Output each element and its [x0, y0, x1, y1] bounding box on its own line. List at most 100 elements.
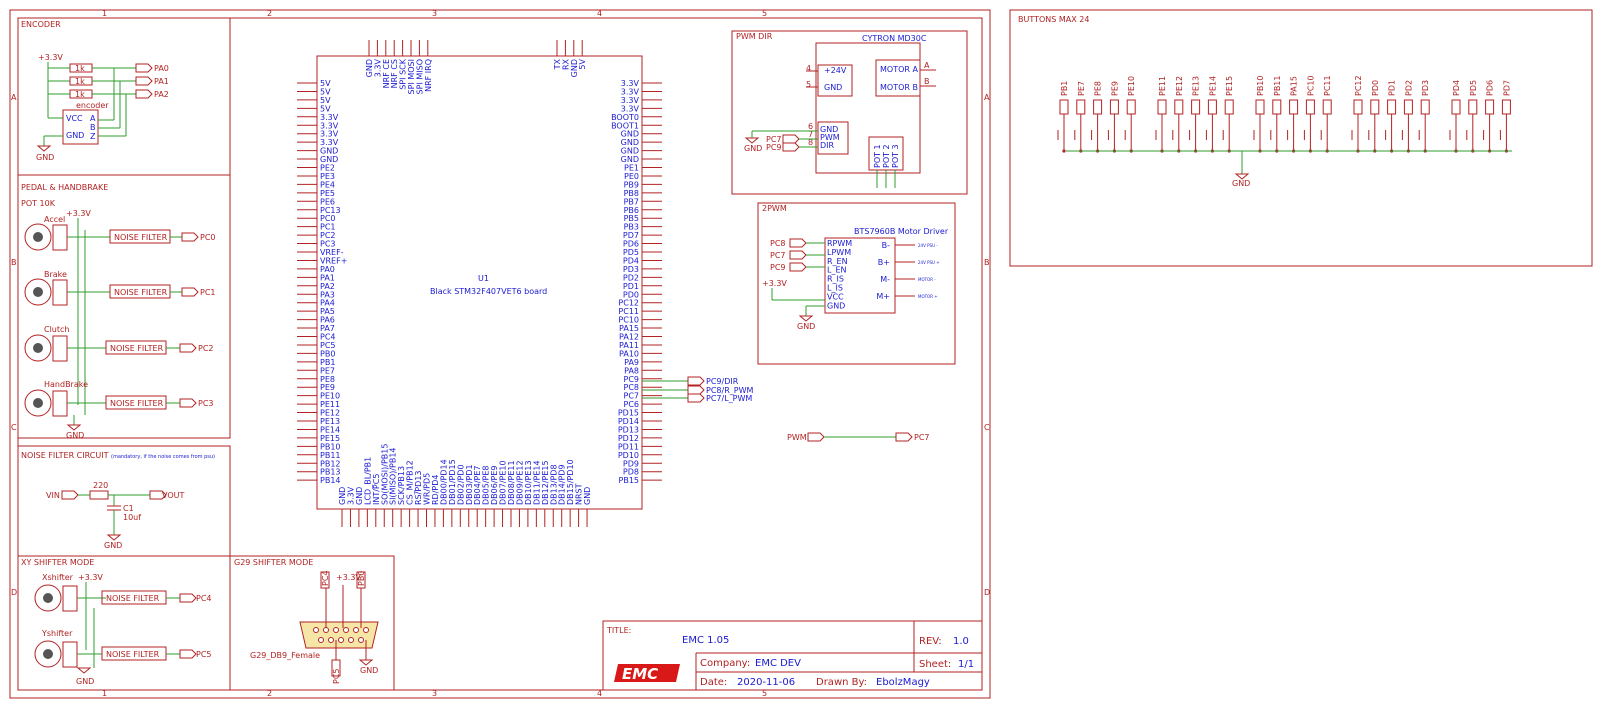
mcu-pin-label: PE1	[624, 164, 639, 173]
mcu-pin-label: PD5	[623, 248, 639, 257]
pot-name: Accel	[44, 215, 65, 224]
mcu-pin-label: PC7	[624, 392, 640, 401]
vcc-label: +3.3V	[38, 53, 63, 62]
xy-section: XY SHIFTER MODE +3.3V Xshifter NOISE FIL…	[17, 555, 231, 691]
mcu-pin-label: PD13	[618, 425, 639, 434]
mcu-left-pins: 5V5V5V5V3.3V3.3V3.3V3.3VGNDGNDPE2PE3PE4P…	[297, 79, 347, 485]
xshifter: Xshifter NOISE FILTER PC4	[34, 573, 212, 612]
mcu-pin-label: SO(MOSI)/PB15	[380, 444, 389, 505]
push-button: PE9	[1107, 81, 1119, 153]
drawn-label: Drawn By:	[816, 677, 867, 688]
mcu-pin-label: PE5	[320, 189, 335, 198]
port-label: PC2	[198, 344, 214, 353]
button-port-label: PE9	[1110, 81, 1119, 96]
button-port-label: PC11	[1323, 75, 1332, 96]
cap-value: 10uf	[123, 513, 141, 522]
mcu-pin-label: DB05/PE8	[482, 466, 491, 506]
date-label: Date:	[700, 677, 727, 688]
port-flag	[1501, 99, 1511, 115]
gnd-label: GND	[66, 431, 84, 440]
section-title: ENCODER	[21, 20, 61, 29]
push-button: PE7	[1074, 81, 1086, 153]
button-port-label: PD6	[1486, 80, 1495, 96]
mcu-pin-label: VREF-	[320, 248, 344, 257]
mcu-pin-label: GND	[621, 147, 639, 156]
pin-num: 7	[808, 130, 813, 139]
mcu-pin-label: DB04/PE7	[473, 466, 482, 506]
push-button: PB10	[1253, 76, 1265, 153]
gnd-symbol	[36, 145, 52, 152]
title-block: TITLE: EMC 1.05 REV: 1.0 Company: EMC DE…	[602, 620, 983, 691]
push-button: PC11	[1320, 75, 1332, 153]
mcu-pin-label: PE6	[320, 197, 335, 206]
resistor-value: 1k	[75, 90, 85, 99]
mcu-pin-label: PC2	[320, 231, 336, 240]
pin-label: GND	[824, 83, 842, 92]
port-flag	[1468, 99, 1478, 115]
mcu-pin-label: GND	[365, 59, 374, 77]
doc-title: EMC 1.05	[682, 635, 729, 646]
pin-label: PWM	[820, 133, 840, 142]
pedal-section: PEDAL & HANDBRAKE POT 10K +3.3V Accel NO…	[17, 174, 231, 440]
mcu-pin-label: PE15	[320, 434, 340, 443]
port-label: PA1	[154, 77, 169, 86]
mcu-pin-label: PB14	[320, 476, 341, 485]
vin-label: VIN	[46, 491, 60, 500]
mcu-pin-label: PB12	[320, 459, 341, 468]
port-flag	[1322, 99, 1332, 115]
mcu-pin-label: 5V	[320, 87, 331, 96]
bts-pin-label: R_EN	[827, 257, 848, 266]
push-button: PD2	[1401, 80, 1413, 153]
mcu-pin-label: PC5	[320, 341, 336, 350]
mcu-pin-label: SCK/PB13	[397, 466, 406, 505]
row-label: B	[11, 258, 17, 267]
mcu-pin-label: 3.3V	[320, 130, 339, 139]
push-button: PA15	[1287, 76, 1299, 153]
module-name: CYTRON MD30C	[862, 34, 927, 43]
button-port-label: PE11	[1158, 76, 1167, 96]
pot-brake: Brake NOISE FILTER PC1	[24, 270, 216, 306]
filter-label: NOISE FILTER	[110, 399, 164, 408]
port-label: PC4	[196, 594, 212, 603]
pwm-link: PWM PC7	[787, 432, 930, 442]
gnd-label: GND	[360, 666, 378, 675]
mcu-pin-label: PD10	[618, 451, 639, 460]
mcu-pin-label: PE12	[320, 409, 340, 418]
port-flag	[1191, 99, 1201, 115]
pot-clutch: Clutch NOISE FILTER PC2	[24, 325, 214, 362]
mcu-pin-label: 5V	[578, 58, 587, 69]
part-name: encoder	[76, 101, 109, 110]
port-label: PC9	[770, 263, 786, 272]
bts-output-note: 24V PSU -	[918, 243, 938, 248]
button-port-label: PE12	[1175, 76, 1184, 96]
mcu-pin-label: DB07/PE10	[499, 460, 508, 505]
rev-label: REV:	[919, 636, 942, 647]
mcu-pin-label: PB6	[624, 206, 639, 215]
button-port-label: PD4	[1452, 80, 1461, 96]
port-label: PC8	[770, 239, 786, 248]
push-button: PB1	[1057, 81, 1069, 153]
port-flag	[1305, 99, 1315, 115]
mcu-pin-label: 3.3V	[621, 96, 640, 105]
port-flag	[1207, 99, 1217, 115]
pin-num: 4	[806, 64, 811, 73]
mcu-pin-label: PB5	[624, 214, 639, 223]
mcu-pin-label: PD15	[618, 409, 639, 418]
mcu-pin-label: PD2	[623, 273, 639, 282]
mcu-pin-label: PD1	[623, 282, 639, 291]
mcu-pin-label: PA5	[320, 307, 335, 316]
section-title: PEDAL & HANDBRAKE	[21, 183, 108, 192]
port-flag	[1059, 99, 1069, 115]
mcu-pin-label: PD3	[623, 265, 639, 274]
mcu-pin-label: RD/PD4	[431, 475, 440, 506]
port-label: PC9	[766, 143, 782, 152]
frame-col-labels: 1 2 3 4 5 1 2 3 4 5	[102, 9, 767, 698]
mcu-pin-label: DB11/PE14	[532, 460, 541, 505]
button-port-label: PA15	[1290, 76, 1299, 96]
mcu-ref: U1	[478, 274, 489, 283]
resistor-value: 1k	[75, 64, 85, 73]
button-port-label: PC10	[1306, 75, 1315, 96]
mcu-pin-label: PD12	[618, 434, 639, 443]
emc-logo: EMC	[614, 663, 684, 683]
